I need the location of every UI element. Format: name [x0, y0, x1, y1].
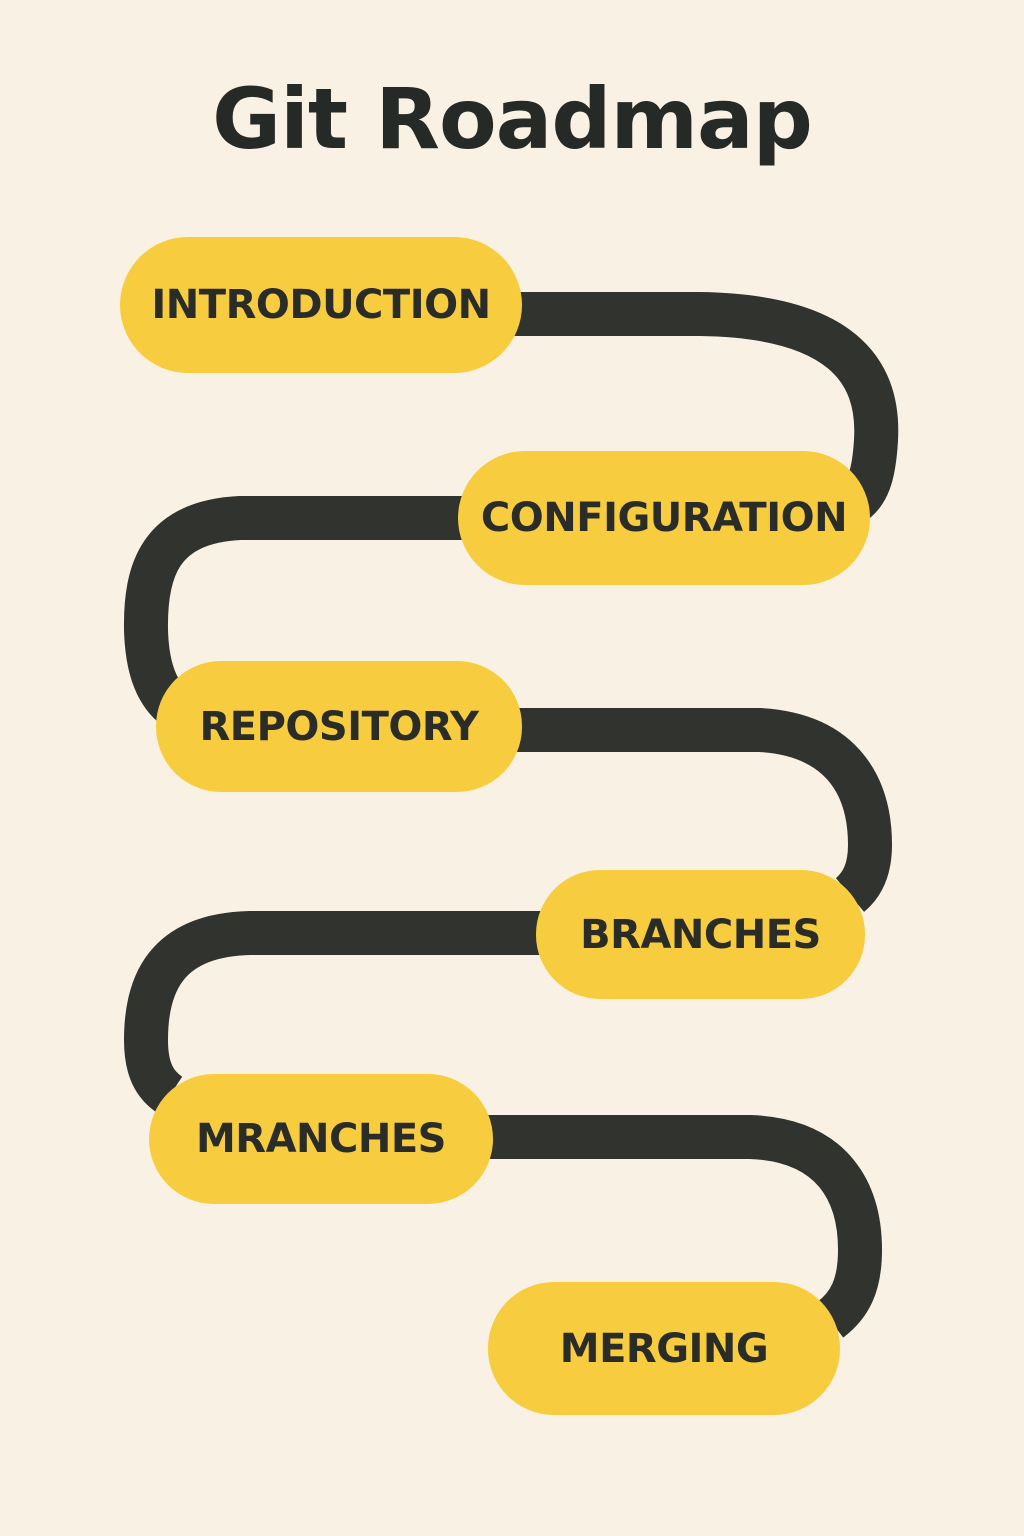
roadmap-step-branches[interactable]: BRANCHES	[536, 870, 865, 999]
roadmap-step-merging[interactable]: MERGING	[488, 1282, 840, 1415]
roadmap-step-configuration[interactable]: CONFIGURATION	[458, 451, 870, 585]
roadmap-step-mranches[interactable]: MRANCHES	[149, 1074, 493, 1204]
roadmap-road	[123, 292, 899, 1338]
roadmap-step-introduction[interactable]: INTRODUCTION	[120, 237, 522, 373]
roadmap-step-repository[interactable]: REPOSITORY	[156, 661, 522, 792]
page-title: Git Roadmap	[212, 70, 813, 168]
